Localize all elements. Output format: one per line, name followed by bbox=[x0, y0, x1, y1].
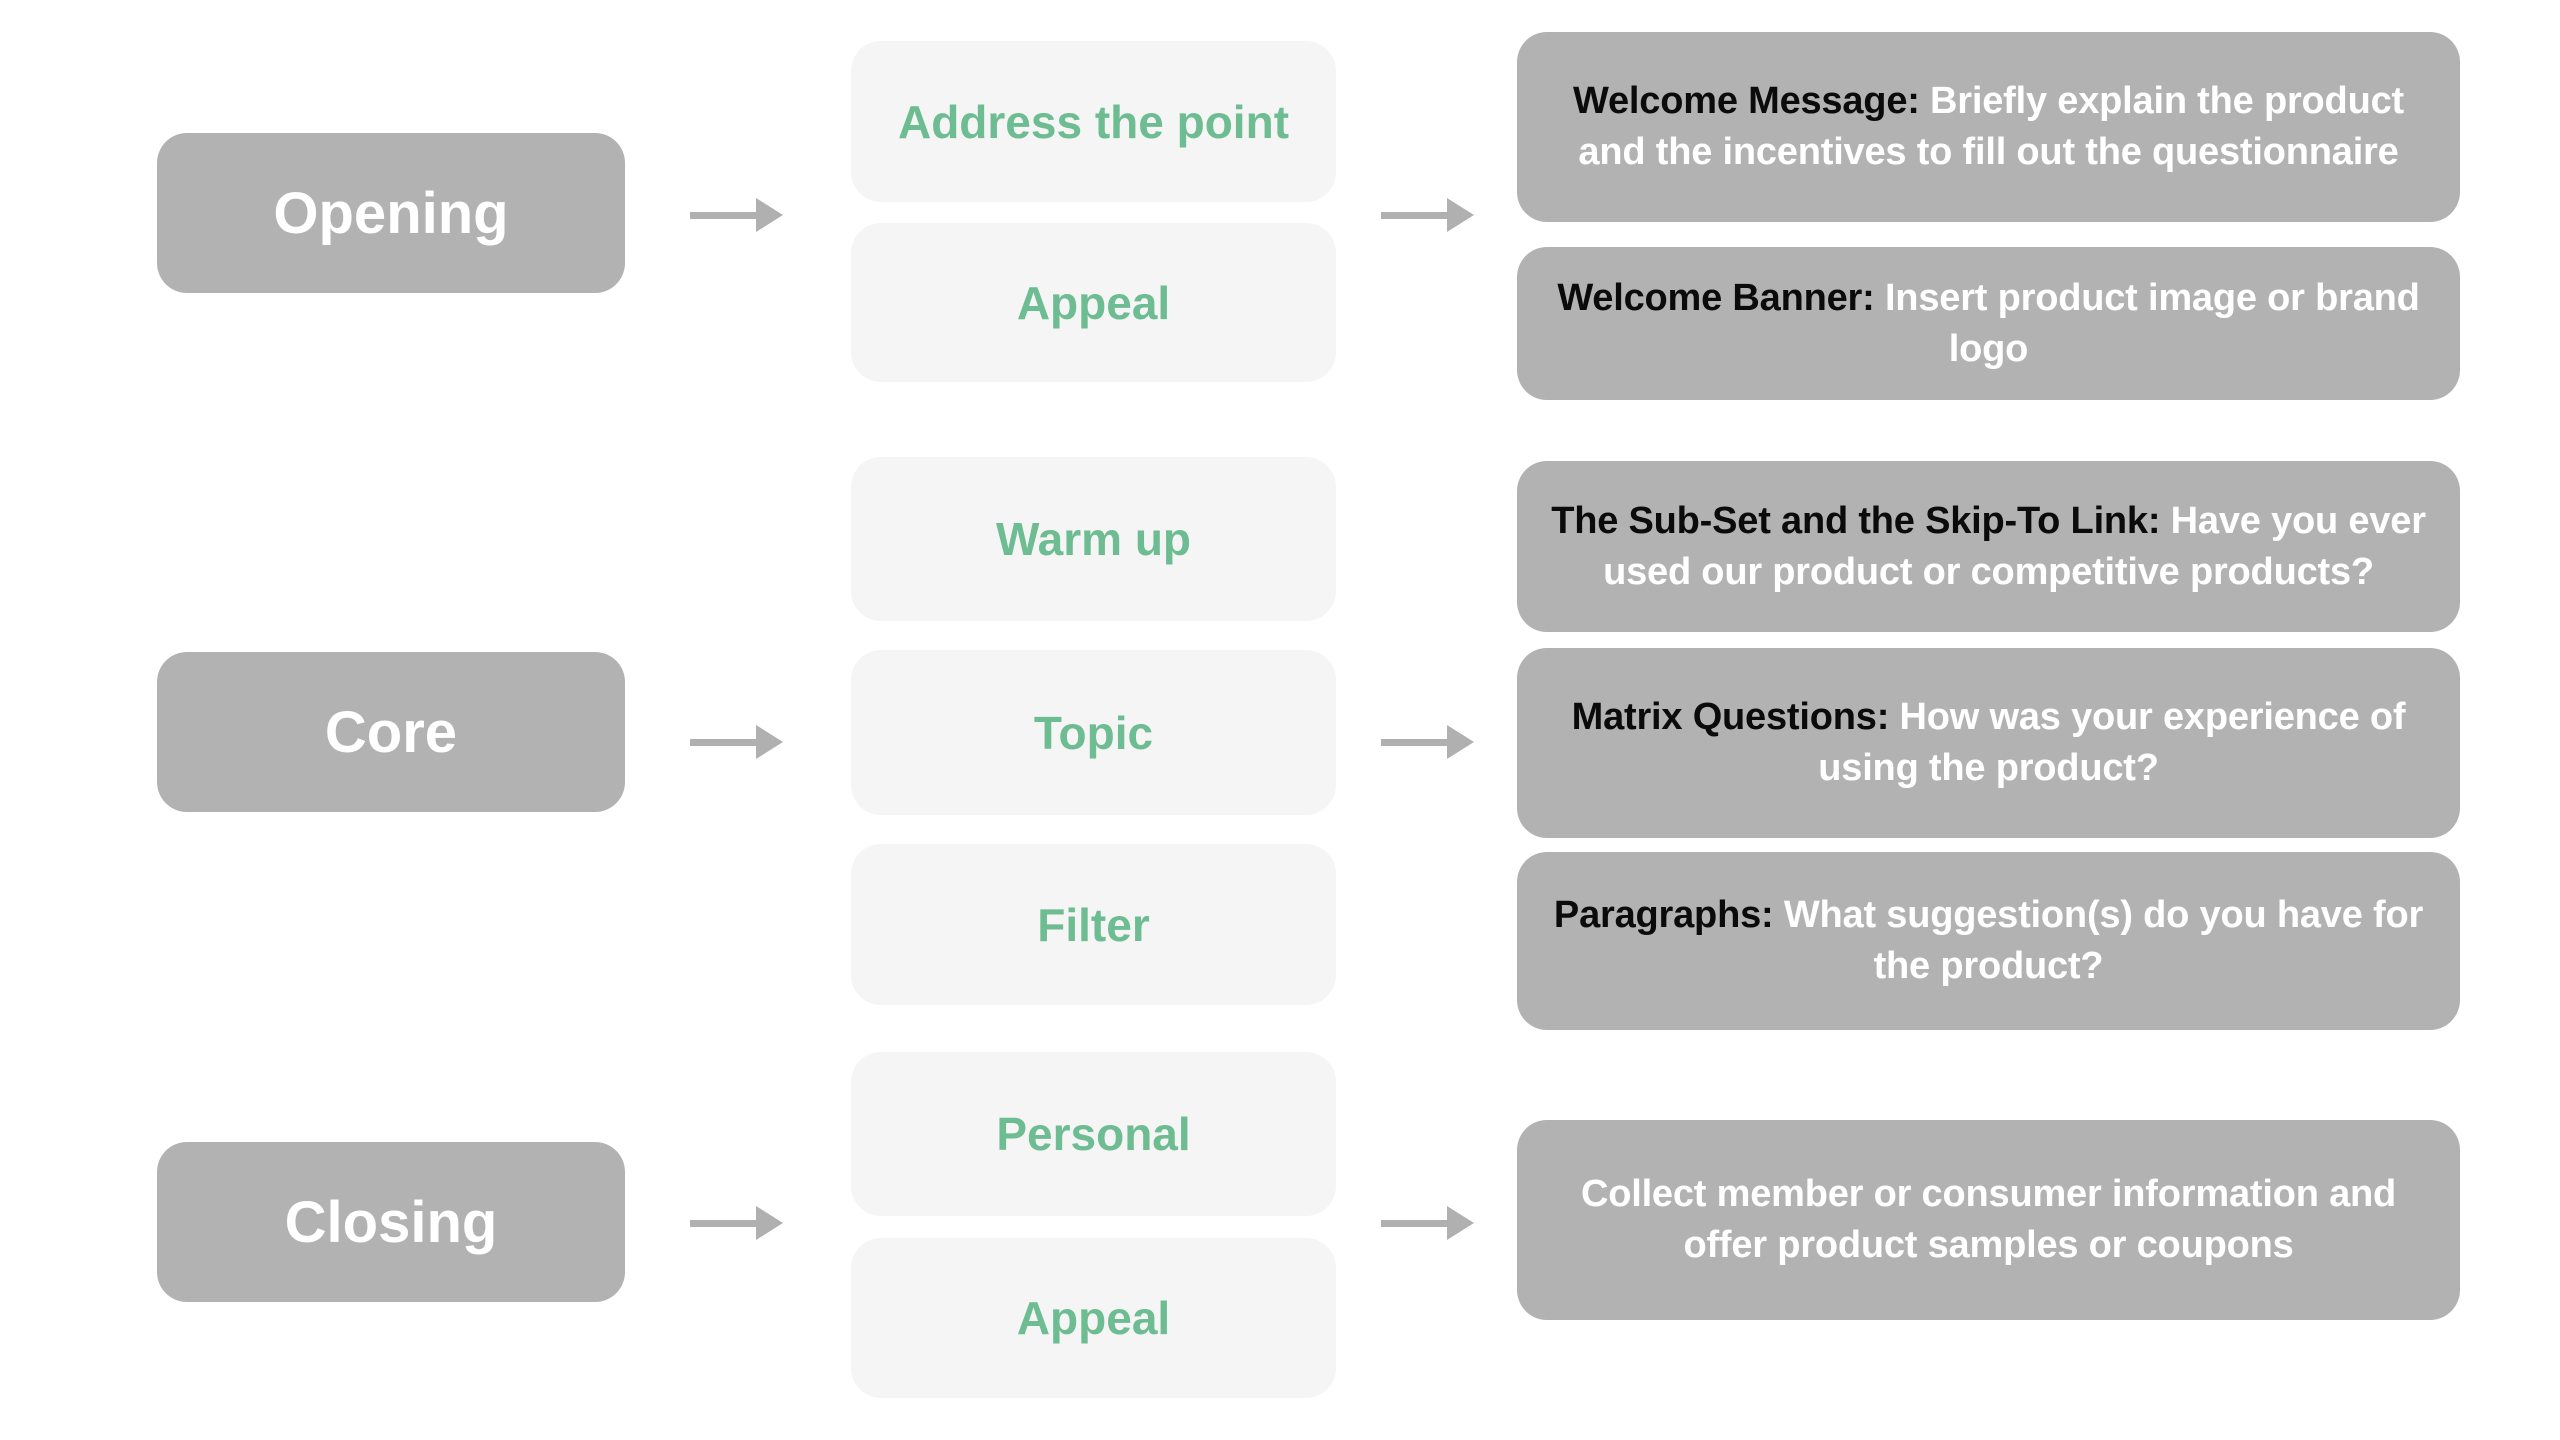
detail-body: Insert product image or brand logo bbox=[1874, 276, 2420, 370]
arrow-shaft bbox=[1381, 738, 1447, 746]
step-label: Personal bbox=[996, 1108, 1191, 1160]
detail-box-collect-information: Collect member or consumer information a… bbox=[1517, 1120, 2460, 1320]
arrow-right-icon bbox=[1381, 725, 1474, 759]
arrow-head bbox=[756, 725, 783, 759]
detail-body: Briefly explain the product and the ince… bbox=[1578, 80, 2404, 173]
step-label: Warm up bbox=[995, 513, 1192, 565]
detail-text: Welcome Banner: Insert product image or … bbox=[1543, 273, 2434, 375]
detail-body: Collect member or consumer information a… bbox=[1580, 1173, 2397, 1266]
arrow-shaft bbox=[690, 211, 756, 219]
detail-text: Paragraphs: What suggestion(s) do you ha… bbox=[1543, 890, 2434, 992]
arrow-right-icon bbox=[1381, 198, 1474, 232]
detail-body: What suggestion(s) do you have for the p… bbox=[1773, 894, 2424, 987]
detail-body: Have you ever used our product or compet… bbox=[1603, 499, 2426, 593]
step-box-personal: Personal bbox=[851, 1052, 1336, 1216]
detail-text: The Sub-Set and the Skip-To Link: Have y… bbox=[1543, 496, 2434, 598]
step-label: Address the point bbox=[897, 95, 1290, 148]
arrow-right-icon bbox=[1381, 1206, 1474, 1240]
step-box-topic: Topic bbox=[851, 650, 1336, 815]
stage-label-core: Core bbox=[324, 699, 458, 765]
stage-box-closing: Closing bbox=[157, 1142, 625, 1302]
detail-prefix: Welcome Banner: bbox=[1557, 276, 1875, 319]
detail-text: Matrix Questions: How was your experienc… bbox=[1543, 692, 2434, 794]
detail-box-subset-skip-to-link: The Sub-Set and the Skip-To Link: Have y… bbox=[1517, 461, 2460, 632]
arrow-shaft bbox=[1381, 211, 1447, 219]
detail-box-matrix-questions: Matrix Questions: How was your experienc… bbox=[1517, 648, 2460, 838]
arrow-head bbox=[1447, 198, 1474, 232]
step-box-address-the-point: Address the point bbox=[851, 41, 1336, 202]
step-box-filter: Filter bbox=[851, 844, 1336, 1005]
detail-prefix: Welcome Message: bbox=[1573, 80, 1920, 123]
arrow-head bbox=[1447, 725, 1474, 759]
detail-box-welcome-message: Welcome Message: Briefly explain the pro… bbox=[1517, 32, 2460, 222]
step-box-appeal-opening: Appeal bbox=[851, 223, 1336, 382]
detail-body: How was your experience of using the pro… bbox=[1818, 696, 2406, 789]
arrow-shaft bbox=[690, 1219, 756, 1227]
step-label: Appeal bbox=[1016, 1292, 1171, 1344]
step-box-appeal-closing: Appeal bbox=[851, 1238, 1336, 1398]
detail-prefix: Matrix Questions: bbox=[1571, 696, 1890, 739]
arrow-head bbox=[756, 1206, 783, 1240]
arrow-right-icon bbox=[690, 1206, 783, 1240]
detail-text: Collect member or consumer information a… bbox=[1543, 1169, 2434, 1271]
step-label: Filter bbox=[1037, 898, 1150, 951]
arrow-head bbox=[1447, 1206, 1474, 1240]
stage-box-core: Core bbox=[157, 652, 625, 812]
step-label: Topic bbox=[1033, 706, 1154, 759]
arrow-shaft bbox=[690, 738, 756, 746]
detail-prefix: The Sub-Set and the Skip-To Link: bbox=[1551, 499, 2161, 542]
detail-box-welcome-banner: Welcome Banner: Insert product image or … bbox=[1517, 247, 2460, 400]
detail-box-paragraphs: Paragraphs: What suggestion(s) do you ha… bbox=[1517, 852, 2460, 1030]
detail-text: Welcome Message: Briefly explain the pro… bbox=[1543, 76, 2434, 178]
stage-label-opening: Opening bbox=[273, 180, 509, 246]
stage-label-closing: Closing bbox=[284, 1189, 498, 1255]
arrow-right-icon bbox=[690, 198, 783, 232]
arrow-head bbox=[756, 198, 783, 232]
arrow-right-icon bbox=[690, 725, 783, 759]
step-box-warm-up: Warm up bbox=[851, 457, 1336, 621]
step-label: Appeal bbox=[1016, 276, 1171, 329]
stage-box-opening: Opening bbox=[157, 133, 625, 293]
detail-prefix: Paragraphs: bbox=[1553, 894, 1774, 937]
arrow-shaft bbox=[1381, 1219, 1447, 1227]
